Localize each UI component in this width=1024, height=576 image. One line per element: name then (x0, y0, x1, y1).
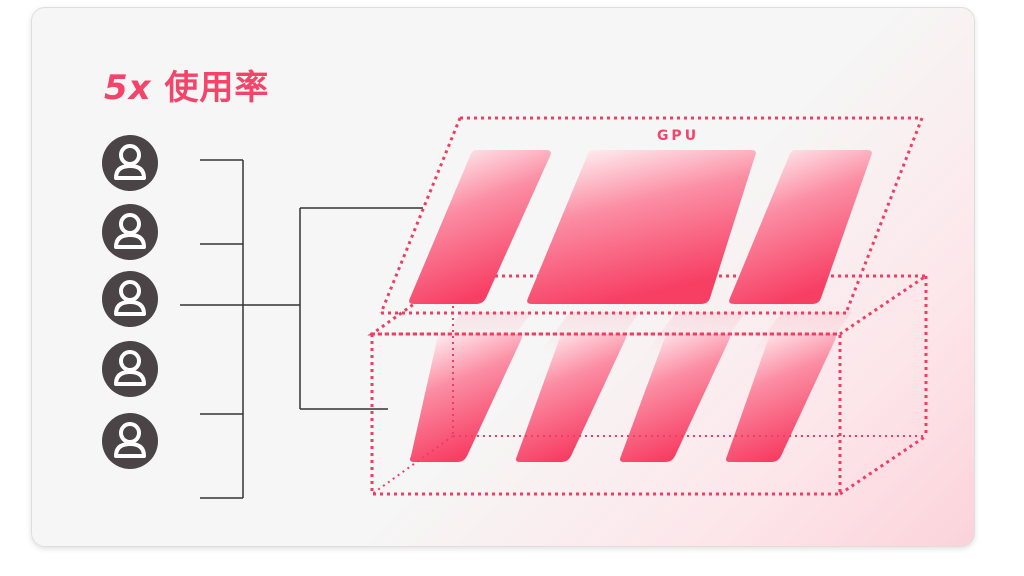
user-icon (100, 339, 160, 399)
gpu-slice (620, 334, 730, 462)
headline-text: 使用率 (164, 68, 270, 108)
gpu-lower-layer (367, 274, 931, 496)
user-list (100, 133, 160, 471)
user-icon (100, 269, 160, 329)
user-icon (100, 202, 160, 262)
gpu-slice (409, 150, 551, 304)
gpu-slice (726, 334, 836, 462)
user-icon (100, 133, 160, 193)
connector-lines (180, 159, 423, 499)
gpu-upper-outline (379, 116, 924, 315)
user-icon (100, 411, 160, 471)
gpu-slice (729, 150, 872, 304)
gpu-slice (410, 334, 522, 462)
headline: 5x 使用率 (104, 60, 269, 109)
gpu-slice (527, 150, 756, 304)
headline-multiplier: 5x (104, 68, 152, 108)
gpu-label: GPU (657, 128, 699, 144)
gpu-slice (516, 334, 626, 462)
gpu-upper-layer (379, 116, 924, 315)
gpu-lower-hidden-edges (371, 276, 926, 495)
